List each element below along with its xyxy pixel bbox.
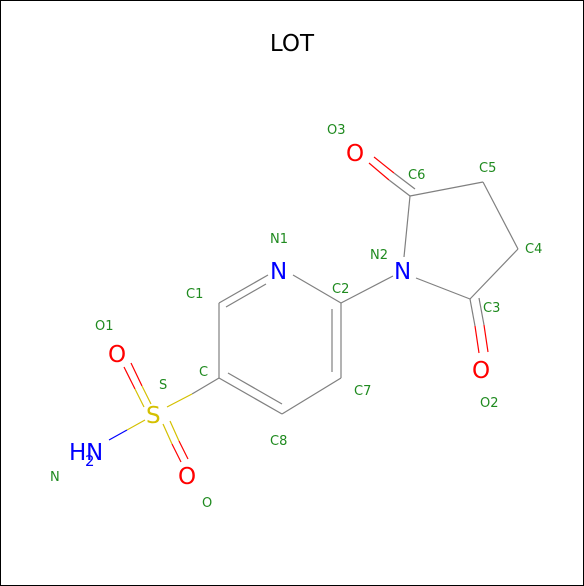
atom-nh2-n: N: [86, 440, 103, 466]
bond-n2-c3: [415, 277, 471, 300]
label-n: N: [50, 470, 60, 485]
bond-n1-c2: [292, 274, 342, 304]
label-c2: C2: [332, 282, 349, 297]
atom-o2: O: [472, 358, 490, 384]
label-o2: O2: [480, 396, 499, 411]
label-c5: C5: [479, 161, 496, 176]
label-c4: C4: [525, 242, 542, 257]
bond-c6-o3-b: [373, 156, 395, 174]
label-n1: N1: [270, 232, 288, 247]
bond-n1-c1-double: [225, 283, 267, 308]
bond-c6-c5: [409, 181, 484, 197]
carbonyl-bonds: [368, 156, 489, 354]
atom-n1: N: [270, 259, 287, 285]
bond-c3-o2-a: [469, 298, 476, 327]
bond-s-o-a2: [171, 443, 182, 463]
bond-s-n-a: [126, 419, 146, 431]
bond-n1-c1: [218, 274, 269, 304]
bond-s-o1-b: [123, 366, 136, 390]
bond-c6-o3-b2: [393, 172, 416, 190]
bond-c6-o3-a2: [388, 179, 411, 197]
succinimide-bonds: [340, 181, 519, 304]
bond-c2-n2: [340, 275, 394, 304]
bond-s-o-b: [169, 420, 180, 442]
atom-o3: O: [346, 141, 364, 167]
sulfonamide-bonds: [108, 362, 220, 463]
label-s: S: [159, 378, 167, 393]
bond-s-o-a: [162, 423, 173, 445]
atom-o1: O: [108, 342, 126, 368]
atom-nh2-h: H: [69, 440, 86, 466]
atom-name-labels: O3 C6 C5 N1 N2 C4 C1 C2 C3 O1 C S C7 O2 …: [50, 123, 542, 511]
atom-s: S: [146, 403, 161, 429]
label-o: O: [202, 496, 212, 511]
label-c3: C3: [483, 301, 500, 316]
bond-c3-o2-a2: [474, 325, 480, 354]
bond-s-o-b2: [178, 440, 189, 460]
pyridine-ring-bonds: [218, 274, 342, 415]
label-n2: N2: [370, 248, 388, 263]
bond-c5-c4: [482, 181, 519, 250]
label-o1: O1: [95, 319, 114, 334]
label-c1: C1: [186, 287, 203, 302]
bond-c-s-b: [166, 393, 193, 408]
bond-c3-o2-b: [478, 297, 485, 326]
bond-c-c8-double: [227, 372, 283, 405]
bond-s-o1-a2: [141, 385, 152, 405]
label-c8: C8: [270, 434, 287, 449]
bond-c-c8: [218, 377, 283, 415]
label-c: C: [199, 365, 208, 380]
atom-o: O: [178, 464, 196, 490]
bond-s-o1-a: [130, 362, 143, 387]
atom-n2: N: [394, 259, 411, 285]
bond-c4-c3: [469, 248, 519, 300]
label-c6: C6: [408, 168, 425, 183]
bond-c7-c8: [281, 377, 342, 415]
bond-c6-o3-a: [368, 162, 390, 181]
bond-s-o1-b2: [134, 388, 145, 408]
diagram-title: LOT: [269, 31, 315, 57]
bond-s-n-b: [108, 429, 128, 441]
atom-nh2-subscript: 2: [85, 452, 95, 470]
label-c7: C7: [354, 384, 371, 399]
bond-c3-o2-b2: [483, 324, 489, 353]
label-o3: O3: [327, 123, 346, 138]
bond-c-s-a: [191, 377, 220, 395]
bond-n2-c6: [403, 195, 411, 258]
